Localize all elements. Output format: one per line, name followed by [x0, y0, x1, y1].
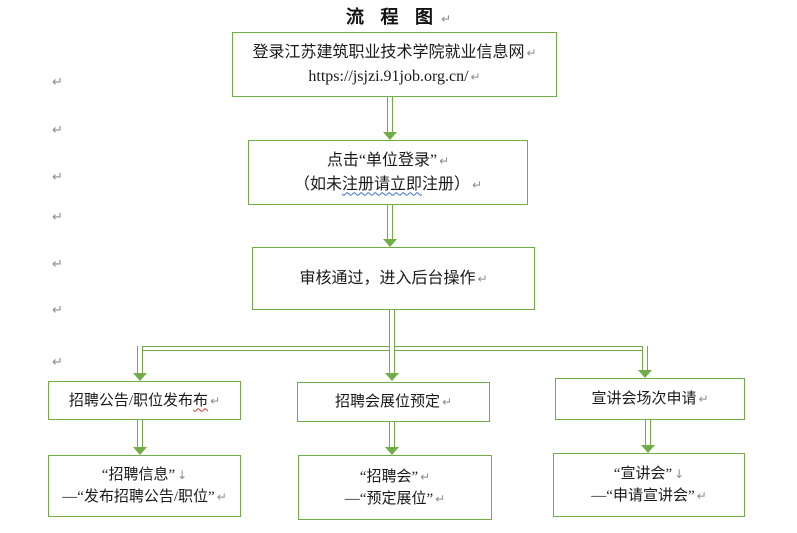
- arrow-head-icon: [383, 239, 397, 247]
- arrow-shaft: [642, 346, 648, 370]
- arrow-connector-to-recruit-post: [133, 346, 147, 381]
- flow-box-info-session: 宣讲会场次申请↵: [555, 378, 745, 420]
- paragraph-mark-icon: ↵: [52, 75, 63, 90]
- info-session-detail-line1: “宣讲会”↓: [613, 466, 685, 482]
- jobfair-booth-line: 招聘会展位预定↵: [334, 394, 453, 410]
- arrow-head-icon: [385, 373, 399, 381]
- page-title: 流 程 图↵: [0, 3, 797, 29]
- flow-box-recruit-post-detail: “招聘信息”↓ —“发布招聘公告/职位”↵: [48, 455, 241, 517]
- paragraph-mark-icon: ↵: [52, 170, 63, 185]
- flow-box-login: 登录江苏建筑职业技术学院就业信息网↵ https://jsjzi.91job.o…: [232, 32, 557, 97]
- paragraph-mark-icon: ↵: [52, 210, 63, 225]
- paragraph-mark-icon: ↵: [210, 393, 221, 408]
- arrow-info-session-to-detail: [641, 420, 655, 453]
- title-text: 流 程 图: [345, 7, 439, 27]
- unit-login-line1: 点击“单位登录”↵: [326, 151, 450, 169]
- paragraph-mark-icon: ↵: [470, 69, 481, 84]
- arrow-head-icon: [383, 132, 397, 140]
- paragraph-mark-icon: ↵: [441, 395, 453, 409]
- arrow-head-icon: [133, 373, 147, 381]
- arrow-shaft: [137, 346, 143, 373]
- arrow-shaft: [387, 205, 393, 239]
- unit-login-line2: （如未注册请立即注册）↵: [293, 175, 483, 193]
- arrow-unit-login-to-review: [383, 205, 397, 247]
- flow-box-recruit-post: 招聘公告/职位发布布↵: [48, 381, 241, 420]
- paragraph-mark-icon: ↵: [216, 490, 227, 504]
- paragraph-mark-icon: ↵: [696, 489, 707, 503]
- arrow-shaft: [387, 97, 393, 132]
- line-break-mark-icon: ↓: [177, 468, 188, 482]
- jobfair-booth-detail-line1: “招聘会”↵: [359, 468, 431, 485]
- arrow-shaft: [137, 420, 143, 447]
- flow-box-jobfair-booth: 招聘会展位预定↵: [297, 382, 490, 422]
- arrow-login-to-unit-login: [383, 97, 397, 140]
- paragraph-mark-icon: ↵: [698, 392, 709, 406]
- jobfair-booth-detail-line2: —“预定展位”↵: [344, 490, 446, 507]
- arrow-head-icon: [638, 370, 652, 378]
- spellcheck-underline: 布: [193, 392, 209, 409]
- paragraph-mark-icon: ↵: [477, 271, 488, 286]
- arrow-shaft: [389, 422, 395, 447]
- paragraph-mark-icon: ↵: [52, 355, 63, 370]
- flow-box-jobfair-booth-detail: “招聘会”↵ —“预定展位”↵: [298, 455, 492, 520]
- login-line1: 登录江苏建筑职业技术学院就业信息网↵: [252, 43, 537, 61]
- flow-box-unit-login: 点击“单位登录”↵ （如未注册请立即注册）↵: [248, 140, 528, 205]
- paragraph-mark-icon: ↵: [471, 177, 483, 192]
- arrow-jobfair-booth-to-detail: [385, 422, 399, 455]
- recruit-post-detail-line2: —“发布招聘公告/职位”↵: [62, 489, 227, 505]
- arrow-recruit-post-to-detail: [133, 420, 147, 455]
- paragraph-mark-icon: ↵: [52, 303, 63, 318]
- arrow-shaft: [645, 420, 651, 445]
- spellcheck-underline: 注册请立即: [341, 175, 422, 193]
- arrow-review-to-jobfair-booth: [385, 310, 399, 381]
- paragraph-mark-icon: ↵: [439, 153, 450, 168]
- arrow-head-icon: [385, 447, 399, 455]
- review-line1: 审核通过，进入后台操作↵: [299, 269, 488, 287]
- paragraph-mark-icon: ↵: [526, 45, 537, 60]
- info-session-line: 宣讲会场次申请↵: [591, 391, 709, 407]
- paragraph-mark-icon: ↵: [52, 257, 63, 272]
- line-break-mark-icon: ↓: [674, 467, 685, 481]
- arrow-shaft: [389, 310, 395, 373]
- arrow-head-icon: [133, 447, 147, 455]
- paragraph-mark-icon: ↵: [52, 123, 63, 138]
- login-url: https://jsjzi.91job.org.cn/↵: [308, 67, 481, 85]
- arrow-connector-to-info-session: [638, 346, 652, 378]
- paragraph-mark-icon: ↵: [435, 491, 446, 506]
- paragraph-mark-icon: ↵: [440, 12, 452, 26]
- recruit-post-line: 招聘公告/职位发布布↵: [68, 392, 221, 409]
- flow-box-info-session-detail: “宣讲会”↓ —“申请宣讲会”↵: [553, 453, 745, 517]
- info-session-detail-line2: —“申请宣讲会”↵: [591, 488, 707, 504]
- flow-box-review: 审核通过，进入后台操作↵: [252, 247, 535, 310]
- recruit-post-detail-line1: “招聘信息”↓: [101, 467, 188, 483]
- arrow-head-icon: [641, 445, 655, 453]
- paragraph-mark-icon: ↵: [420, 469, 431, 484]
